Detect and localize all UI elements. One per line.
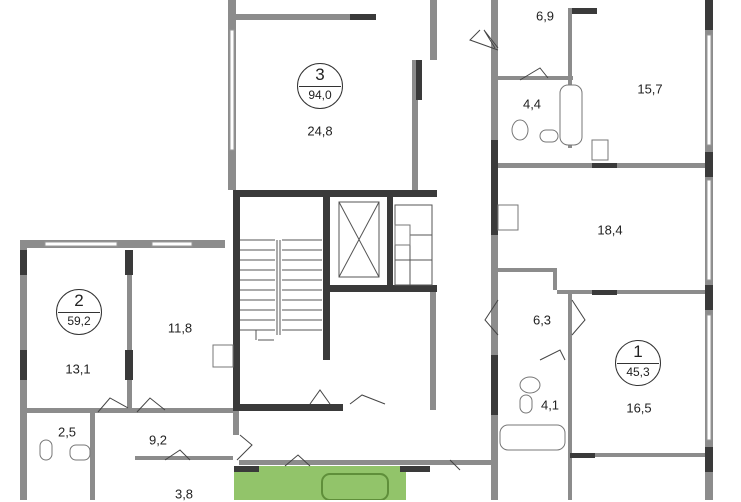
plumbing-fixtures — [39, 84, 609, 461]
walls-gray — [20, 0, 713, 500]
room-area: 16,5 — [626, 400, 652, 416]
apartment-total-area: 59,2 — [67, 314, 91, 328]
room-area: 4,1 — [540, 397, 560, 413]
apartment-badge-2: 2 59,2 — [56, 289, 102, 335]
badge-divider — [299, 86, 341, 87]
windows — [44, 29, 712, 441]
room-area: 6,9 — [535, 8, 555, 24]
room-area: 6,3 — [532, 312, 552, 328]
badge-divider — [58, 312, 100, 313]
room-area: 11,8 — [167, 320, 193, 336]
room-area: 4,4 — [522, 96, 542, 112]
room-area: 24,8 — [307, 123, 333, 139]
highlighted-unit[interactable] — [234, 466, 406, 500]
apartment-badge-3: 3 94,0 — [297, 63, 343, 109]
doors — [97, 29, 586, 471]
apartment-number: 3 — [315, 65, 325, 84]
apartment-total-area: 45,3 — [626, 365, 650, 379]
apartment-number: 1 — [633, 342, 643, 361]
room-area: 15,7 — [637, 81, 663, 97]
walls-dark — [20, 0, 713, 472]
stairs-and-elevator — [240, 201, 433, 341]
room-area: 9,2 — [148, 432, 168, 448]
room-area: 3,8 — [174, 486, 194, 502]
badge-divider — [617, 363, 659, 364]
apartment-number: 2 — [74, 291, 84, 310]
room-area: 13,1 — [65, 361, 91, 377]
apartment-total-area: 94,0 — [308, 88, 332, 102]
room-area: 2,5 — [57, 424, 77, 440]
apartment-badge-1: 1 45,3 — [615, 340, 661, 386]
room-area: 18,4 — [597, 222, 623, 238]
